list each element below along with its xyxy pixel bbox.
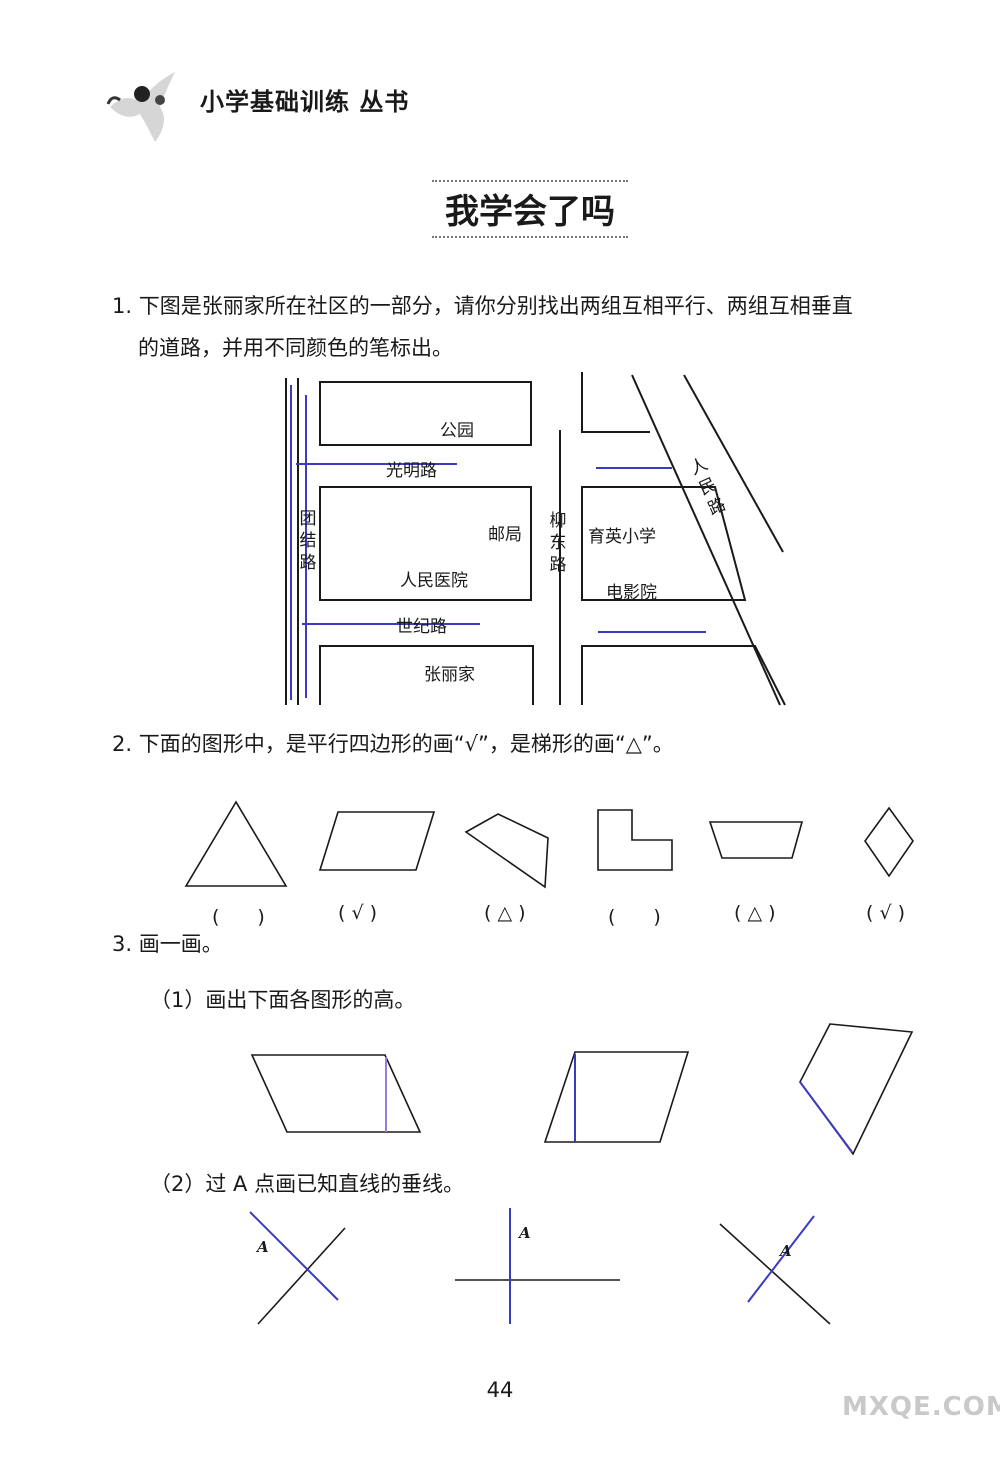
series-logo-icon [106, 72, 175, 142]
map-label-tuanjie-road: 团结路 [299, 509, 317, 573]
q3-sub2: （2）过 A 点画已知直线的垂线。 [150, 1172, 465, 1196]
height-quadrilateral [799, 1023, 914, 1156]
perp-figure-3-line [719, 1223, 831, 1325]
q2-answer-1: ( ) [212, 906, 265, 928]
shape-triangle [184, 800, 288, 887]
series-title: 小学基础训练 丛书 [200, 88, 410, 116]
shape-quadrilateral [464, 813, 549, 889]
q1-text-line2: 的道路，并用不同颜色的笔标出。 [138, 336, 453, 360]
point-a-label-2: A [519, 1224, 531, 1242]
map-label-hospital: 人民医院 [400, 571, 468, 591]
q3-sub1: （1）画出下面各图形的高。 [150, 988, 416, 1012]
point-a-label-3: A [780, 1242, 792, 1260]
shape-rhombus [864, 806, 914, 878]
q3-perpendicular-figures [249, 1208, 831, 1325]
watermark: MXQE.COM [842, 1392, 1000, 1422]
community-map [285, 372, 786, 706]
q3-text: 3. 画一画。 [112, 932, 223, 956]
map-label-zhangli-home: 张丽家 [424, 665, 475, 685]
map-label-cinema: 电影院 [606, 583, 657, 603]
map-ink-lines [285, 372, 786, 706]
section-title-frame [432, 180, 628, 238]
perp-figure-1-line [257, 1227, 346, 1325]
q1-text-line1: 1. 下图是张丽家所在社区的一部分，请你分别找出两组互相平行、两组互相垂直 [112, 294, 853, 318]
q3-height-shapes [250, 1023, 914, 1156]
q2-answer-2: ( √ ) [338, 902, 378, 924]
shape-parallelogram [318, 811, 436, 871]
map-pen-marks [290, 385, 706, 700]
section-title: 我学会了吗 [445, 192, 615, 232]
q2-answer-6: ( √ ) [866, 902, 906, 924]
map-label-park: 公园 [440, 421, 474, 441]
perp-figure-1-answer [249, 1211, 339, 1301]
height-line-3 [799, 1081, 853, 1153]
height-parallelogram-1 [250, 1054, 422, 1133]
q2-shapes [184, 800, 914, 889]
point-a-label-1: A [257, 1238, 269, 1256]
page-number: 44 [486, 1378, 514, 1402]
map-label-post-office: 邮局 [488, 525, 522, 545]
q2-answer-3: ( △ ) [484, 902, 526, 924]
q2-answer-4: ( ) [608, 906, 661, 928]
map-label-liudong-road: 柳东路 [549, 511, 567, 575]
shape-l-shape [597, 809, 673, 871]
height-parallelogram-2 [543, 1051, 690, 1143]
map-label-yuying-school: 育英小学 [588, 527, 656, 547]
shape-trapezoid [708, 821, 804, 859]
perp-figure-3-answer [747, 1215, 815, 1303]
q2-text: 2. 下面的图形中，是平行四边形的画“√”，是梯形的画“△”。 [112, 732, 674, 756]
map-label-shiji-road: 世纪路 [396, 617, 447, 637]
map-label-guangming-road: 光明路 [386, 461, 437, 481]
q2-answer-5: ( △ ) [734, 902, 776, 924]
